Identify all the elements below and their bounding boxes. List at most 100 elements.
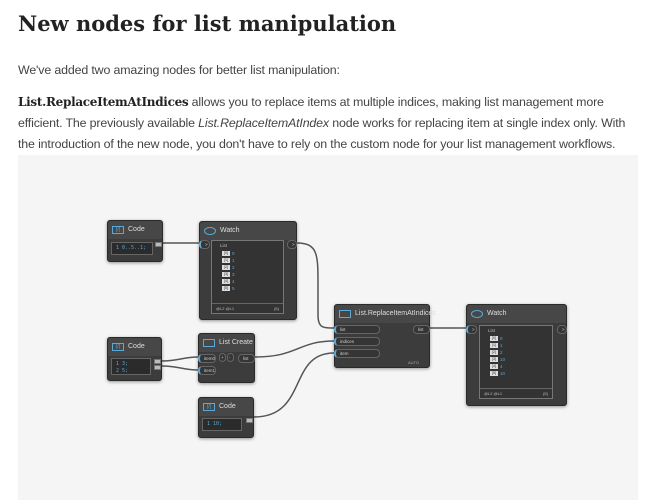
- levels: @L2 @L1: [484, 391, 503, 396]
- eye-icon: [471, 310, 483, 318]
- item-value: 10: [500, 357, 506, 362]
- node-title: Watch: [220, 227, 240, 234]
- code-text: 1 0..5..1;: [116, 245, 147, 251]
- watch-list-items: [0]0[1]1[2]2[3]10[4]4[5]10: [480, 335, 552, 377]
- index-tag: [3]: [222, 272, 230, 277]
- list-item: [1]1: [222, 257, 283, 264]
- code-block-node-2[interactable]: {/}Code Block 1 3;2 5;: [107, 337, 162, 381]
- list-item: [4]4: [490, 363, 552, 370]
- item-value: 10: [500, 371, 506, 376]
- list-item: [4]4: [222, 278, 283, 285]
- list-item: [5]10: [490, 370, 552, 377]
- list-item: [0]0: [490, 335, 552, 342]
- wires: [161, 242, 466, 418]
- node-title: List.ReplaceItemAtIndices: [355, 310, 436, 317]
- replace-item-at-indices-node[interactable]: List.ReplaceItemAtIndices list indices i…: [334, 304, 436, 368]
- description-paragraph: List.ReplaceItemAtIndices allows you to …: [18, 92, 638, 155]
- output-port[interactable]: >: [287, 240, 297, 249]
- list-create-node[interactable]: List Create item0 item1 + - list: [198, 333, 255, 383]
- node-name-bold: List.ReplaceItemAtIndices: [18, 95, 189, 109]
- index-tag: [4]: [490, 364, 498, 369]
- index-tag: [5]: [222, 286, 230, 291]
- list-label: List: [488, 328, 496, 333]
- code-line: 2 5;: [116, 368, 129, 374]
- code-input[interactable]: 1 3;2 5;: [111, 358, 151, 375]
- node-name-italic: List.ReplaceItemAtIndex: [198, 116, 329, 130]
- watch-list-panel: List [0]0[1]1[2]2[3]10[4]4[5]10 @L2 @L1{…: [479, 325, 553, 399]
- output-port[interactable]: list: [413, 325, 430, 334]
- lacing-label: AUTO: [407, 360, 419, 365]
- list-item: [0]0: [222, 250, 283, 257]
- index-tag: [0]: [490, 336, 498, 341]
- count: {6}: [543, 391, 548, 396]
- wire: [254, 340, 335, 358]
- watch-list-items: [0]0[1]1[2]2[3]3[4]4[5]5: [212, 250, 283, 292]
- index-tag: [0]: [222, 251, 230, 256]
- list-node-icon: [339, 310, 351, 318]
- item-value: 5: [232, 286, 235, 291]
- input-port-indices[interactable]: indices: [334, 337, 380, 346]
- item-value: 4: [232, 279, 235, 284]
- add-input-button[interactable]: +: [219, 353, 226, 362]
- item-value: 2: [500, 350, 503, 355]
- input-port[interactable]: >: [199, 240, 210, 249]
- item-value: 1: [232, 258, 235, 263]
- dynamo-graph-image: {/}Code Block 1 0..5..1; Watch > > List …: [18, 155, 638, 500]
- output-port[interactable]: [155, 242, 162, 247]
- output-port[interactable]: >: [557, 325, 567, 334]
- list-item: [2]2: [490, 349, 552, 356]
- text: allows you to replace items at multiple …: [18, 95, 604, 130]
- index-tag: [2]: [490, 350, 498, 355]
- list-item: [3]3: [222, 271, 283, 278]
- code-line: 1 3;: [116, 361, 129, 367]
- code-block-node-3[interactable]: {/}Code Block 1 10;: [198, 397, 254, 438]
- code-block-icon: {/}: [112, 226, 124, 234]
- intro-text: We've added two amazing nodes for better…: [18, 63, 340, 77]
- code-text: 1 10;: [207, 421, 223, 427]
- output-port[interactable]: [154, 359, 161, 364]
- remove-input-button[interactable]: -: [227, 353, 234, 362]
- item-value: 3: [232, 272, 235, 277]
- item-value: 2: [232, 265, 235, 270]
- node-title: Watch: [487, 310, 507, 317]
- input-port[interactable]: >: [466, 325, 477, 334]
- index-tag: [5]: [490, 371, 498, 376]
- index-tag: [1]: [222, 258, 230, 263]
- index-tag: [4]: [222, 279, 230, 284]
- wire: [296, 242, 335, 329]
- output-port[interactable]: [154, 365, 161, 370]
- code-input[interactable]: 1 10;: [202, 418, 242, 431]
- levels: @L2 @L1: [216, 306, 235, 311]
- code-block-icon: {/}: [112, 343, 124, 351]
- wire: [161, 356, 199, 362]
- item-value: 0: [232, 251, 235, 256]
- node-title: List Create: [219, 339, 253, 346]
- watch-node-2[interactable]: Watch > > List [0]0[1]1[2]2[3]10[4]4[5]1…: [466, 304, 567, 406]
- item-value: 0: [500, 336, 503, 341]
- page-title: New nodes for list manipulation: [18, 11, 397, 36]
- output-port[interactable]: list: [238, 354, 255, 363]
- list-label: List: [220, 243, 228, 248]
- list-item: [5]5: [222, 285, 283, 292]
- wire: [161, 365, 199, 371]
- code-block-node-1[interactable]: {/}Code Block 1 0..5..1;: [107, 220, 163, 262]
- eye-icon: [204, 227, 216, 235]
- text: node works for replacing item at single …: [18, 116, 626, 151]
- list-item: [3]10: [490, 356, 552, 363]
- wire: [253, 352, 335, 418]
- count: {6}: [274, 306, 279, 311]
- input-port-list[interactable]: list: [334, 325, 380, 334]
- input-port-item1[interactable]: item1: [198, 366, 216, 375]
- watch-list-panel: List [0]0[1]1[2]2[3]3[4]4[5]5 @L2 @L1 {6}: [211, 240, 284, 314]
- output-port[interactable]: [246, 418, 253, 423]
- watch-node-1[interactable]: Watch > > List [0]0[1]1[2]2[3]3[4]4[5]5 …: [199, 221, 297, 320]
- item-value: 4: [500, 364, 503, 369]
- list-item: [1]1: [490, 342, 552, 349]
- code-input[interactable]: 1 0..5..1;: [111, 242, 153, 255]
- list-item: [2]2: [222, 264, 283, 271]
- index-tag: [1]: [490, 343, 498, 348]
- input-port-item[interactable]: item: [334, 349, 380, 358]
- input-port-item0[interactable]: item0: [198, 354, 216, 363]
- code-block-icon: {/}: [203, 403, 215, 411]
